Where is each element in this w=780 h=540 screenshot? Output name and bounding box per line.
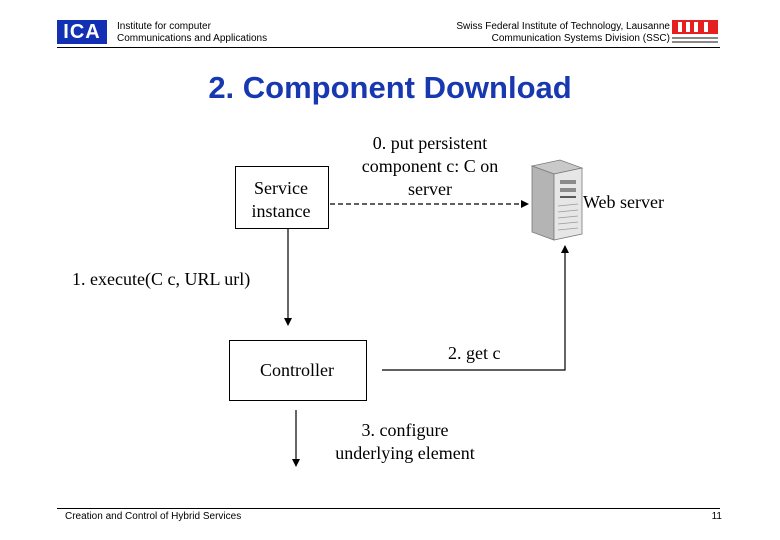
web-server-label: Web server (583, 192, 665, 212)
service-instance-box (235, 166, 329, 229)
service-label-line1: Service (254, 178, 308, 198)
execute-label: 1. execute(C c, URL url) (72, 269, 251, 289)
page-title: 2. Component Download (208, 70, 572, 105)
configure-label: 3. configure underlying element (310, 419, 500, 465)
footer-title: Creation and Control of Hybrid Services (65, 511, 242, 522)
footer-divider (57, 508, 720, 509)
institute-right-line2: Communication Systems Division (SSC) (491, 33, 670, 44)
institute-left-line2: Communications and Applications (117, 33, 268, 44)
controller-box (229, 340, 367, 401)
get-arrow (382, 245, 569, 371)
service-label-line2: instance (251, 201, 311, 221)
put-label-line1: 0. put persistent (372, 133, 488, 153)
configure-label-line1: 3. configure (361, 420, 449, 440)
server-icon (530, 159, 584, 241)
ica-logo: ICA (57, 20, 107, 44)
institute-left-line1: Institute for computer (117, 21, 211, 32)
get-component-label: 2. get c (448, 343, 501, 363)
institute-right-line1: Swiss Federal Institute of Technology, L… (456, 21, 670, 32)
institute-name-left: Institute for computer Communications an… (117, 21, 267, 45)
page-number: 11 (711, 511, 722, 522)
service-instance-label: Service instance (235, 177, 327, 223)
put-label-line2: component c: C on (361, 156, 499, 176)
controller-label: Controller (260, 360, 334, 380)
configure-label-line2: underlying element (335, 443, 475, 463)
epfl-logo-icon (672, 20, 718, 43)
put-label-line3: server (408, 179, 452, 199)
put-component-label: 0. put persistent component c: C on serv… (340, 132, 520, 201)
header-divider (57, 47, 720, 48)
institute-name-right: Swiss Federal Institute of Technology, L… (456, 21, 670, 45)
